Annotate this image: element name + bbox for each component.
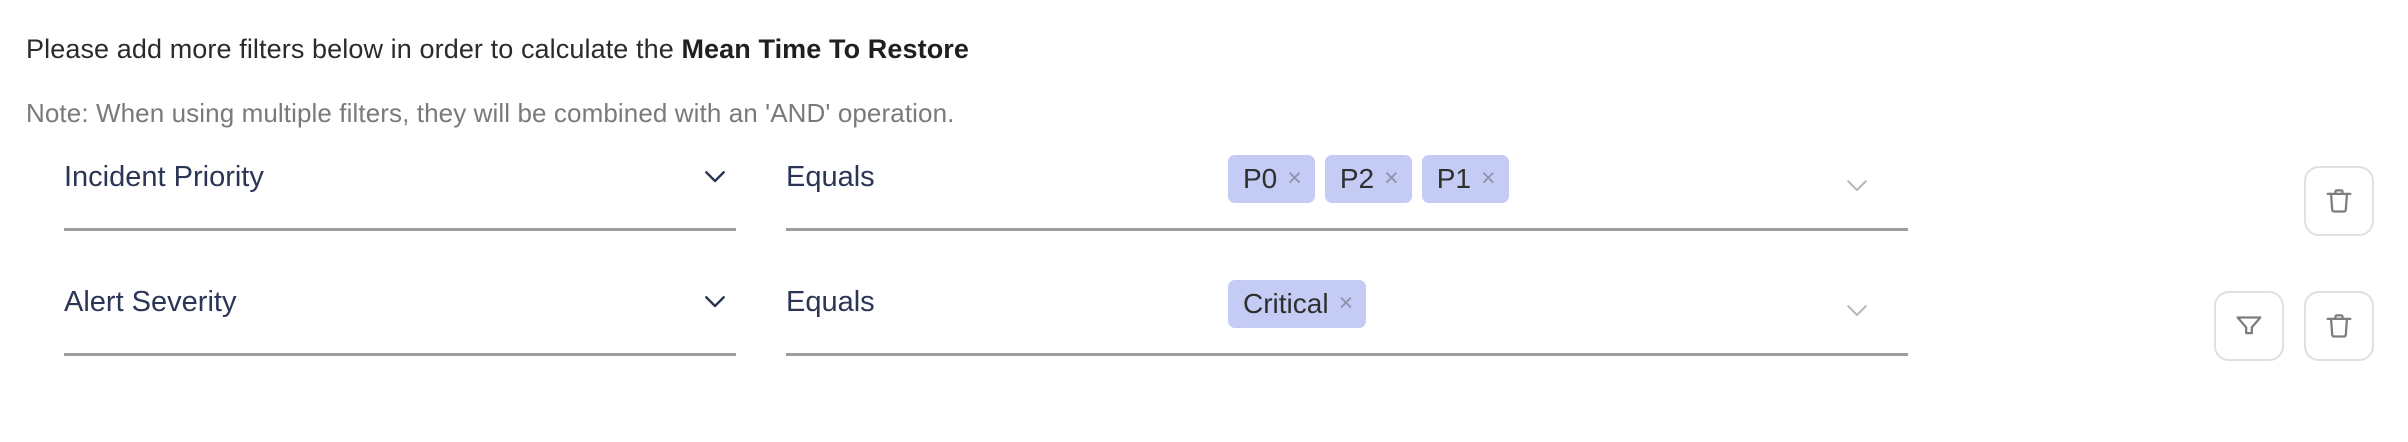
filter-value-tag-label: Critical	[1243, 287, 1329, 319]
filter-row: Incident Priority Equals P0 × P2 ×	[0, 155, 2408, 280]
chevron-down-icon	[1840, 167, 1874, 203]
filter-operator-select[interactable]: Equals	[786, 280, 1264, 356]
trash-icon	[2322, 309, 2356, 343]
close-icon[interactable]: ×	[1287, 163, 1302, 192]
filter-value-tag[interactable]: P0 ×	[1228, 155, 1315, 203]
page-title-metric: Mean Time To Restore	[681, 34, 970, 64]
filter-row: Alert Severity Equals Critical ×	[0, 280, 2408, 405]
filter-attribute-value: Incident Priority	[64, 161, 264, 193]
filter-value-tag-label: P1	[1436, 162, 1471, 194]
filter-values-multiselect[interactable]: P0 × P2 × P1 ×	[1228, 155, 1908, 231]
close-icon[interactable]: ×	[1480, 163, 1496, 192]
filter-attribute-select[interactable]: Alert Severity	[64, 280, 736, 356]
delete-filter-button[interactable]	[2304, 166, 2374, 236]
filter-row-actions	[2214, 290, 2374, 362]
filter-rows: Incident Priority Equals P0 × P2 ×	[0, 155, 2408, 405]
filter-values-multiselect[interactable]: Critical ×	[1228, 280, 1908, 356]
add-filter-button[interactable]	[2214, 291, 2284, 361]
chevron-down-icon	[698, 155, 732, 195]
filter-operator-select[interactable]: Equals	[786, 155, 1264, 231]
filter-value-tag[interactable]: P1 ×	[1421, 155, 1509, 203]
trash-icon	[2322, 184, 2356, 218]
chevron-down-icon	[698, 280, 732, 320]
page-title: Please add more filters below in order t…	[26, 33, 969, 65]
filter-row-actions	[2304, 165, 2374, 237]
chevron-down-icon	[1840, 292, 1874, 328]
page-title-prefix: Please add more filters below in order t…	[26, 34, 682, 64]
filter-attribute-select[interactable]: Incident Priority	[64, 155, 736, 231]
filter-attribute-value: Alert Severity	[64, 286, 237, 318]
filter-value-tag-label: P0	[1243, 162, 1278, 194]
filter-value-tag-label: P2	[1339, 162, 1375, 194]
filter-operator-value: Equals	[786, 286, 875, 318]
delete-filter-button[interactable]	[2304, 291, 2374, 361]
funnel-icon	[2232, 309, 2266, 343]
filters-note: Note: When using multiple filters, they …	[26, 98, 955, 128]
close-icon[interactable]: ×	[1338, 288, 1354, 317]
filter-value-tag[interactable]: Critical ×	[1228, 280, 1367, 328]
filter-operator-value: Equals	[786, 161, 875, 193]
filter-value-tag[interactable]: P2 ×	[1324, 155, 1412, 203]
close-icon[interactable]: ×	[1384, 163, 1399, 192]
